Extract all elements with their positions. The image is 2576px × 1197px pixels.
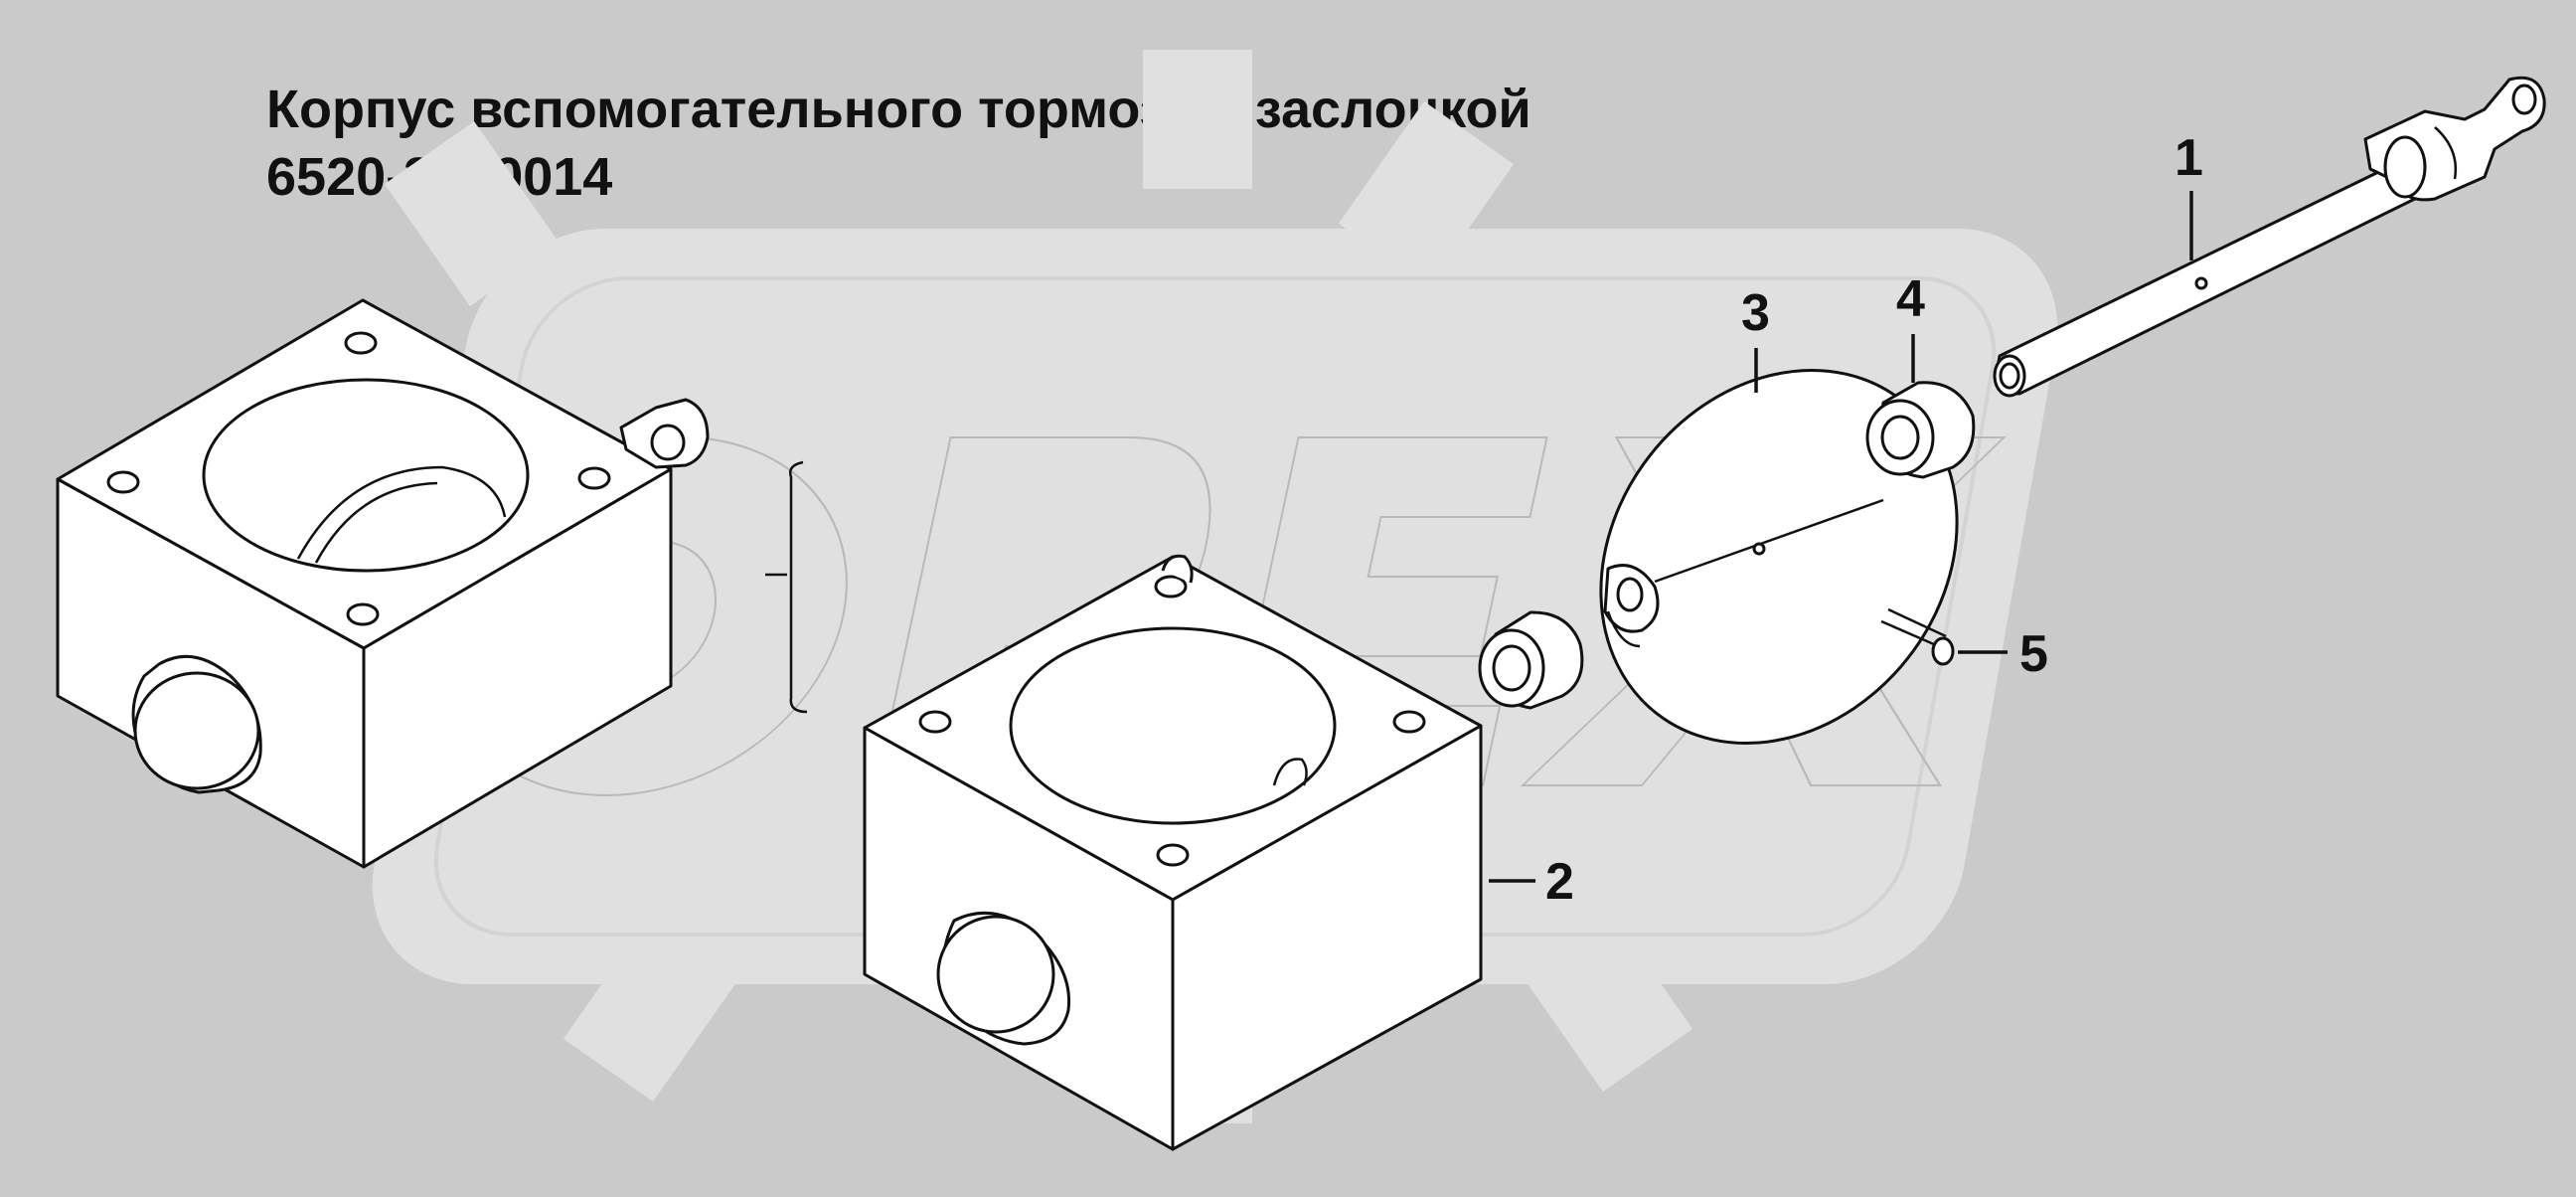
callout-label: 1 <box>2174 129 2203 187</box>
bushing-bore <box>1492 644 1531 692</box>
bushing-part-4 <box>1865 381 1976 479</box>
shaft-end-hole <box>1999 362 2020 390</box>
callout-label: 5 <box>2019 625 2048 683</box>
flap-edge <box>296 465 507 560</box>
bore-detail <box>1272 758 1308 786</box>
callout-5: 5 <box>1958 625 2048 683</box>
flap-part-3 <box>1599 368 1959 746</box>
lever-hole <box>2511 84 2537 115</box>
flap-profile <box>789 460 808 714</box>
shaft-part-1 <box>1993 76 2546 398</box>
housing-assembled <box>56 298 710 869</box>
callout-1: 1 <box>2174 129 2203 260</box>
bolt-hole <box>106 470 140 494</box>
shaft-body <box>1994 157 2427 396</box>
flap-hub-lower <box>1606 610 1641 648</box>
side-boss-face <box>133 671 260 790</box>
pin-shank-edge <box>1887 607 1947 638</box>
pin-head <box>1931 636 1955 666</box>
pin-shank <box>1880 619 1944 650</box>
pin-hole <box>1752 542 1766 556</box>
bolt-hole <box>918 710 952 734</box>
bushing-part-4-lower <box>1478 610 1584 710</box>
bolt-hole <box>1392 710 1426 734</box>
callout-label: 4 <box>1896 270 1925 328</box>
shaft-collar <box>2383 135 2427 199</box>
flap-edge-inner <box>314 481 438 564</box>
flap-axis <box>1654 498 1884 584</box>
housing-part-2 <box>863 554 1483 1151</box>
callout-4: 4 <box>1896 270 1925 383</box>
callout-label: 2 <box>1545 853 1574 911</box>
housing-bore <box>1009 626 1337 825</box>
gear-tooth <box>384 121 561 306</box>
bolt-hole <box>577 466 611 490</box>
bolt-hole <box>346 602 380 626</box>
housing-bore <box>202 378 530 573</box>
shaft-pin-hole <box>2194 276 2208 290</box>
bolt-hole <box>344 331 378 355</box>
flap-section-hint <box>765 460 808 714</box>
bolt-hole <box>1154 575 1188 598</box>
side-boss-face <box>936 915 1055 1034</box>
callout-2: 2 <box>1489 853 1574 911</box>
pin-part-5 <box>1880 607 1955 666</box>
bolt-hole <box>1156 843 1190 867</box>
housing-side-face <box>362 467 673 869</box>
lever-edge <box>2434 126 2458 180</box>
flap-hub-hole <box>1616 577 1644 612</box>
bushing-bore <box>1880 415 1920 460</box>
top-lug <box>1161 554 1194 584</box>
callout-3: 3 <box>1741 284 1770 393</box>
gear-tooth <box>1143 50 1252 189</box>
lever-hole <box>650 424 686 461</box>
callout-label: 3 <box>1741 284 1770 342</box>
housing-side-face <box>1171 724 1483 1151</box>
